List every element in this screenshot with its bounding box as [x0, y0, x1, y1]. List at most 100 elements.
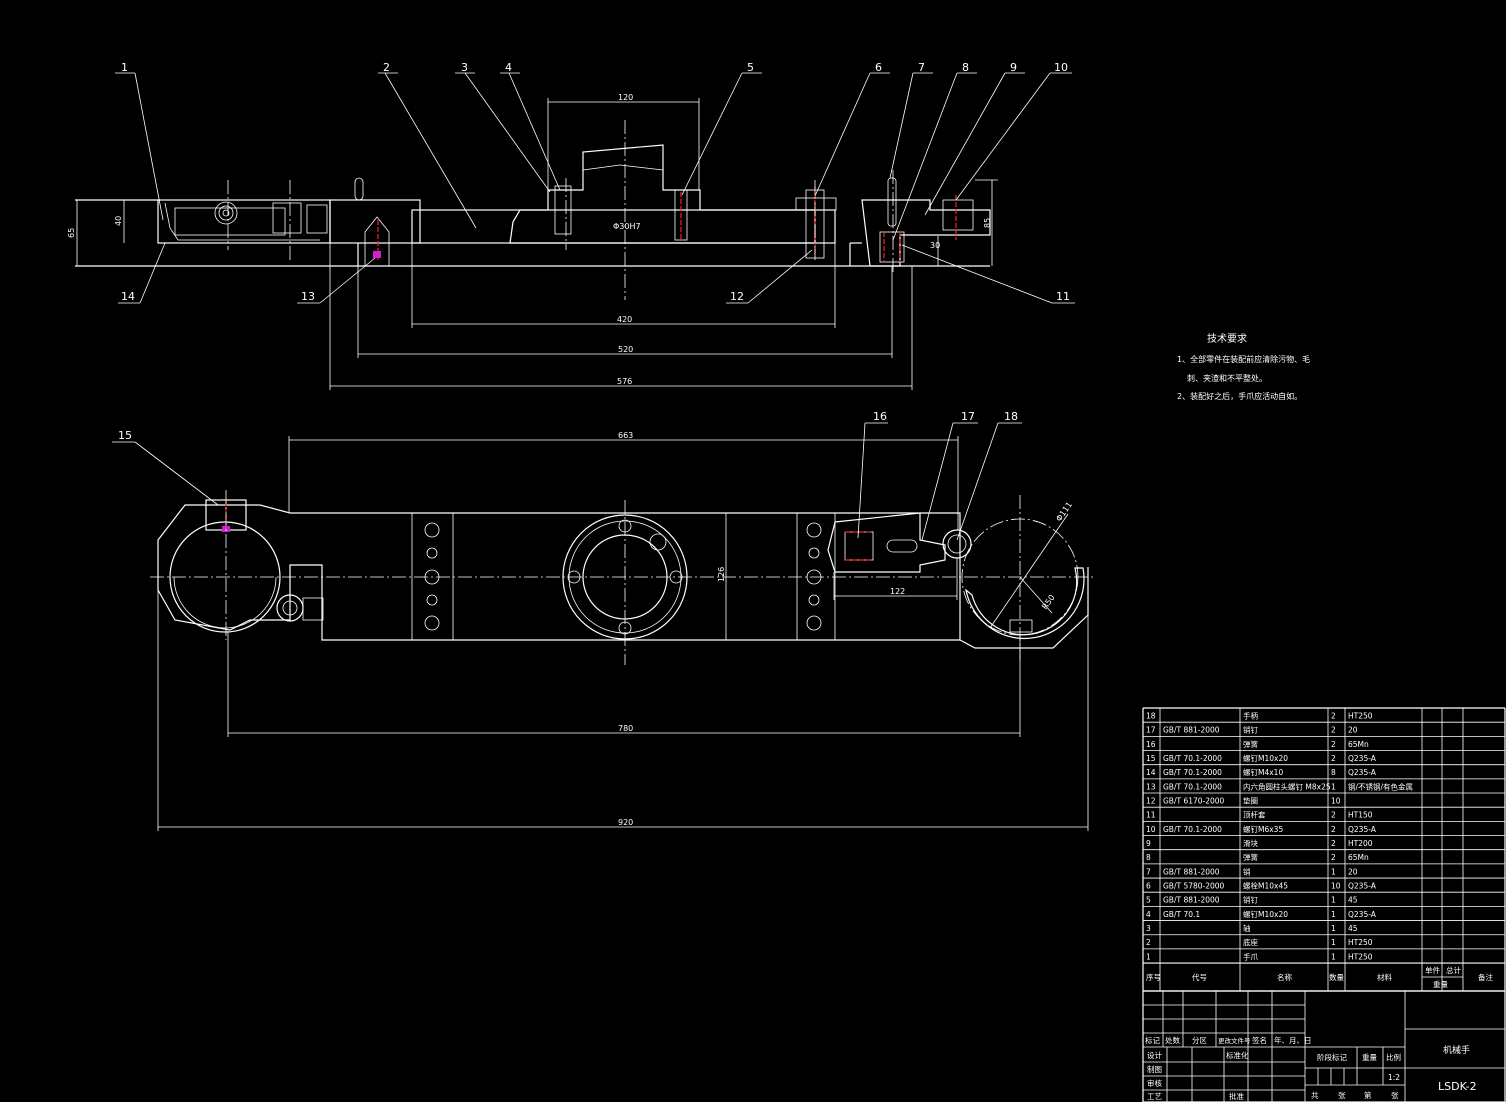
dim-920: 920 — [618, 818, 633, 827]
row-material: 20 — [1348, 726, 1358, 735]
balloon-13: 13 — [301, 290, 315, 303]
balloon-8: 8 — [962, 61, 969, 74]
row-qty: 1 — [1331, 867, 1336, 876]
row-qty: 2 — [1331, 839, 1336, 848]
tb-count: 处数 — [1165, 1035, 1181, 1045]
row-name: 底座 — [1243, 937, 1259, 947]
row-no: 6 — [1146, 882, 1151, 891]
row-qty: 2 — [1331, 853, 1336, 862]
tb-sign: 签名 — [1252, 1035, 1267, 1045]
row-qty: 1 — [1331, 782, 1336, 791]
row-material: HT150 — [1348, 811, 1373, 820]
dim-576: 576 — [617, 377, 632, 386]
tb-approve: 批准 — [1229, 1091, 1245, 1101]
row-qty: 2 — [1331, 726, 1336, 735]
balloon-1: 1 — [121, 61, 128, 74]
balloon-14: 14 — [121, 290, 135, 303]
dim-780: 780 — [618, 724, 633, 733]
row-material: 65Mn — [1348, 853, 1369, 862]
row-material: Q235-A — [1348, 882, 1377, 891]
row-name: 弹簧 — [1243, 852, 1259, 862]
balloon-9: 9 — [1010, 61, 1017, 74]
dim-126: 126 — [717, 567, 726, 582]
header-qty: 数量 — [1329, 972, 1345, 982]
row-code: GB/T 70.1-2000 — [1163, 754, 1222, 763]
row-code: GB/T 70.1-2000 — [1163, 768, 1222, 777]
row-material: Q235-A — [1348, 825, 1377, 834]
dim-120: 120 — [618, 93, 633, 102]
row-no: 13 — [1146, 782, 1156, 791]
balloon-15: 15 — [118, 429, 132, 442]
row-name: 销 — [1243, 866, 1251, 876]
tech-line-1: 1、全部零件在装配前应清除污物、毛 — [1177, 354, 1310, 364]
tb-standard: 标准化 — [1226, 1050, 1249, 1060]
row-name: 螺钉M10x20 — [1243, 753, 1288, 763]
row-qty: 2 — [1331, 811, 1336, 820]
row-code: GB/T 70.1-2000 — [1163, 782, 1222, 791]
row-name: 弹簧 — [1243, 739, 1259, 749]
tb-sheets-total: 共 — [1311, 1091, 1319, 1100]
row-no: 16 — [1146, 740, 1156, 749]
dim-40: 40 — [114, 216, 123, 226]
row-no: 2 — [1146, 938, 1151, 947]
dim-520: 520 — [618, 345, 633, 354]
row-code: GB/T 70.1-2000 — [1163, 825, 1222, 834]
header-name: 名称 — [1277, 972, 1293, 982]
plan-view: Φ111 R50 663 126 122 780 920 15 16 17 18 — [112, 410, 1095, 831]
balloon-3: 3 — [461, 61, 468, 74]
row-name: 顶杆套 — [1243, 810, 1266, 820]
tb-design: 设计 — [1147, 1050, 1163, 1060]
row-code: GB/T 881-2000 — [1163, 867, 1220, 876]
row-material: HT250 — [1348, 938, 1373, 947]
header-weight: 重量 — [1433, 980, 1449, 989]
row-name: 销钉 — [1243, 725, 1259, 735]
row-qty: 1 — [1331, 910, 1336, 919]
balloon-12: 12 — [730, 290, 744, 303]
balloon-17: 17 — [961, 410, 975, 423]
row-material: Q235-A — [1348, 910, 1377, 919]
row-code: GB/T 5780-2000 — [1163, 882, 1225, 891]
row-no: 17 — [1146, 726, 1156, 735]
row-material: 45 — [1348, 924, 1358, 933]
dim-center-fit: Φ30H7 — [613, 222, 641, 231]
row-name: 垫圈 — [1243, 796, 1258, 806]
row-qty: 2 — [1331, 754, 1336, 763]
row-code: GB/T 70.1 — [1163, 910, 1200, 919]
tb-weight: 重量 — [1362, 1053, 1378, 1062]
row-name: 内六角圆柱头螺钉 M8x25 — [1243, 781, 1331, 791]
title-block: 标记 处数 分区 更改文件号 签名 年、月、日 设计 制图 审核 工艺 标准化 … — [1142, 990, 1506, 1102]
row-qty: 1 — [1331, 896, 1336, 905]
balloon-16: 16 — [873, 410, 887, 423]
row-code: GB/T 6170-2000 — [1163, 797, 1225, 806]
row-qty: 1 — [1331, 938, 1336, 947]
row-no: 18 — [1146, 712, 1156, 721]
header-material: 材料 — [1377, 972, 1393, 982]
header-code: 代号 — [1192, 972, 1207, 982]
row-qty: 2 — [1331, 712, 1336, 721]
row-no: 10 — [1146, 825, 1156, 834]
dim-r50: R50 — [1040, 593, 1056, 611]
row-name: 销钉 — [1243, 895, 1259, 905]
row-no: 4 — [1146, 910, 1151, 919]
row-name: 螺钉M4x10 — [1243, 767, 1283, 777]
row-no: 9 — [1146, 839, 1151, 848]
front-section-view: 65 40 85 30 120 Φ30H7 420 520 576 — [67, 61, 1075, 390]
tb-stage: 阶段标记 — [1317, 1052, 1347, 1062]
tb-change-doc: 更改文件号 — [1218, 1036, 1251, 1045]
tb-zone: 分区 — [1192, 1036, 1208, 1045]
row-material: HT250 — [1348, 712, 1373, 721]
tb-drawing-code: LSDK-2 — [1438, 1080, 1477, 1093]
balloon-5: 5 — [747, 61, 754, 74]
row-no: 1 — [1146, 952, 1151, 961]
row-no: 8 — [1146, 853, 1151, 862]
row-material: HT200 — [1348, 839, 1373, 848]
row-qty: 1 — [1331, 952, 1336, 961]
header-no: 序号 — [1146, 972, 1161, 982]
dim-85: 85 — [983, 218, 992, 228]
balloon-10: 10 — [1054, 61, 1068, 74]
row-no: 15 — [1146, 754, 1156, 763]
row-no: 7 — [1146, 867, 1151, 876]
tb-date: 年、月、日 — [1274, 1035, 1312, 1045]
